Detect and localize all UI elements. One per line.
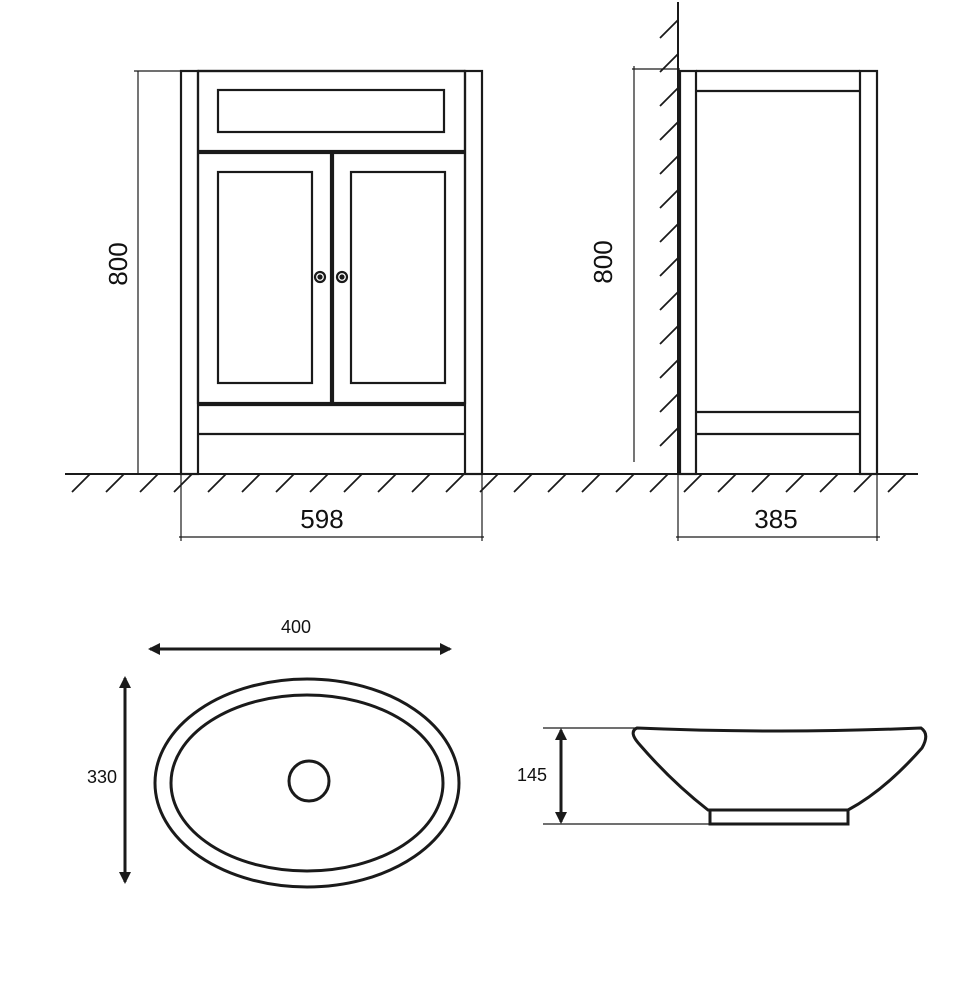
left-door-knob: [313, 270, 327, 284]
floor-hatching: [71, 473, 907, 493]
front-height-label: 800: [103, 242, 133, 285]
wall: [659, 2, 679, 474]
basin-side-base: [708, 808, 850, 826]
floor: [65, 473, 918, 493]
cabinet-drawer: [196, 69, 467, 153]
basin-height-label: 145: [517, 765, 547, 785]
cabinet-front-view: [179, 69, 484, 476]
basin-outer-rim: [153, 677, 461, 889]
side-back-leg: [678, 69, 698, 476]
basin-depth-label: 330: [87, 767, 117, 787]
wall-hatching: [659, 19, 679, 447]
cabinet-right-door-panel: [349, 170, 447, 385]
basin-top-view: [153, 677, 461, 889]
basin-drain: [287, 759, 331, 803]
side-height-dimension: [632, 66, 680, 462]
cabinet-left-leg: [179, 69, 200, 476]
side-front-leg: [858, 69, 879, 476]
cabinet-drawer-panel: [216, 88, 446, 134]
cabinet-right-door: [331, 151, 467, 405]
right-door-knob: [335, 270, 349, 284]
cabinet-left-door: [196, 151, 333, 405]
basin-width-label: 400: [281, 617, 311, 637]
cabinet-right-leg: [463, 69, 484, 476]
cabinet-side-view: [678, 69, 879, 476]
basin-height-dimension: [543, 727, 710, 825]
side-depth-dimension: [676, 474, 880, 541]
front-width-dimension: [179, 474, 484, 541]
front-width-label: 598: [300, 504, 343, 534]
basin-side-view: [631, 726, 928, 826]
side-height-label: 800: [588, 240, 618, 283]
basin-inner-rim: [169, 693, 445, 873]
cabinet-left-door-panel: [216, 170, 314, 385]
basin-side-profile: [631, 726, 928, 812]
front-height-dimension: [134, 70, 181, 475]
side-depth-label: 385: [754, 504, 797, 534]
